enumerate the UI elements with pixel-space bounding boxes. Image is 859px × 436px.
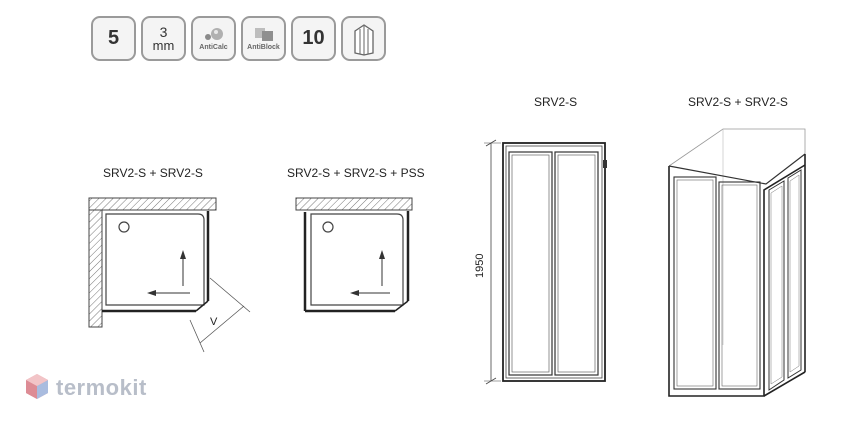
antiblock-badge: AntiBlock [241, 16, 286, 61]
iso-view-diagram [668, 128, 806, 397]
profile-size-value: 3 [159, 23, 168, 40]
glass-thickness-badge: 5 [91, 16, 136, 61]
iso-view-title: SRV2-S + SRV2-S [688, 95, 788, 109]
warranty-badge: 10 [291, 16, 336, 61]
profile-size-unit: mm [152, 37, 175, 53]
plan-corner-diagram [88, 197, 251, 353]
height-dimension-label: 1950 [474, 254, 486, 278]
front-view-diagram [484, 139, 607, 385]
watermark-text: termokit [56, 375, 147, 400]
water-drops-icon [204, 28, 223, 40]
corner-entry-badge [341, 16, 386, 61]
feature-badges: 5 3 mm AntiCalc AntiBlock 10 [91, 16, 386, 61]
blocks-icon [254, 28, 273, 41]
warranty-value: 10 [302, 27, 325, 49]
antiblock-label: AntiBlock [247, 44, 280, 51]
plan-corner-title: SRV2-S + SRV2-S [103, 166, 203, 180]
plan-pss-title: SRV2-S + SRV2-S + PSS [287, 166, 425, 180]
shower-enclosure-icon [353, 23, 374, 56]
front-view-title: SRV2-S [534, 95, 578, 109]
plan-pss-diagram [295, 197, 413, 313]
glass-thickness-value: 5 [107, 27, 120, 49]
anticalc-badge: AntiCalc [191, 16, 236, 61]
profile-size-badge: 3 mm [141, 16, 186, 61]
cube-logo-icon [26, 374, 48, 399]
width-dimension-label: V [210, 316, 218, 328]
anticalc-label: AntiCalc [199, 44, 228, 51]
watermark: termokit [24, 372, 147, 404]
